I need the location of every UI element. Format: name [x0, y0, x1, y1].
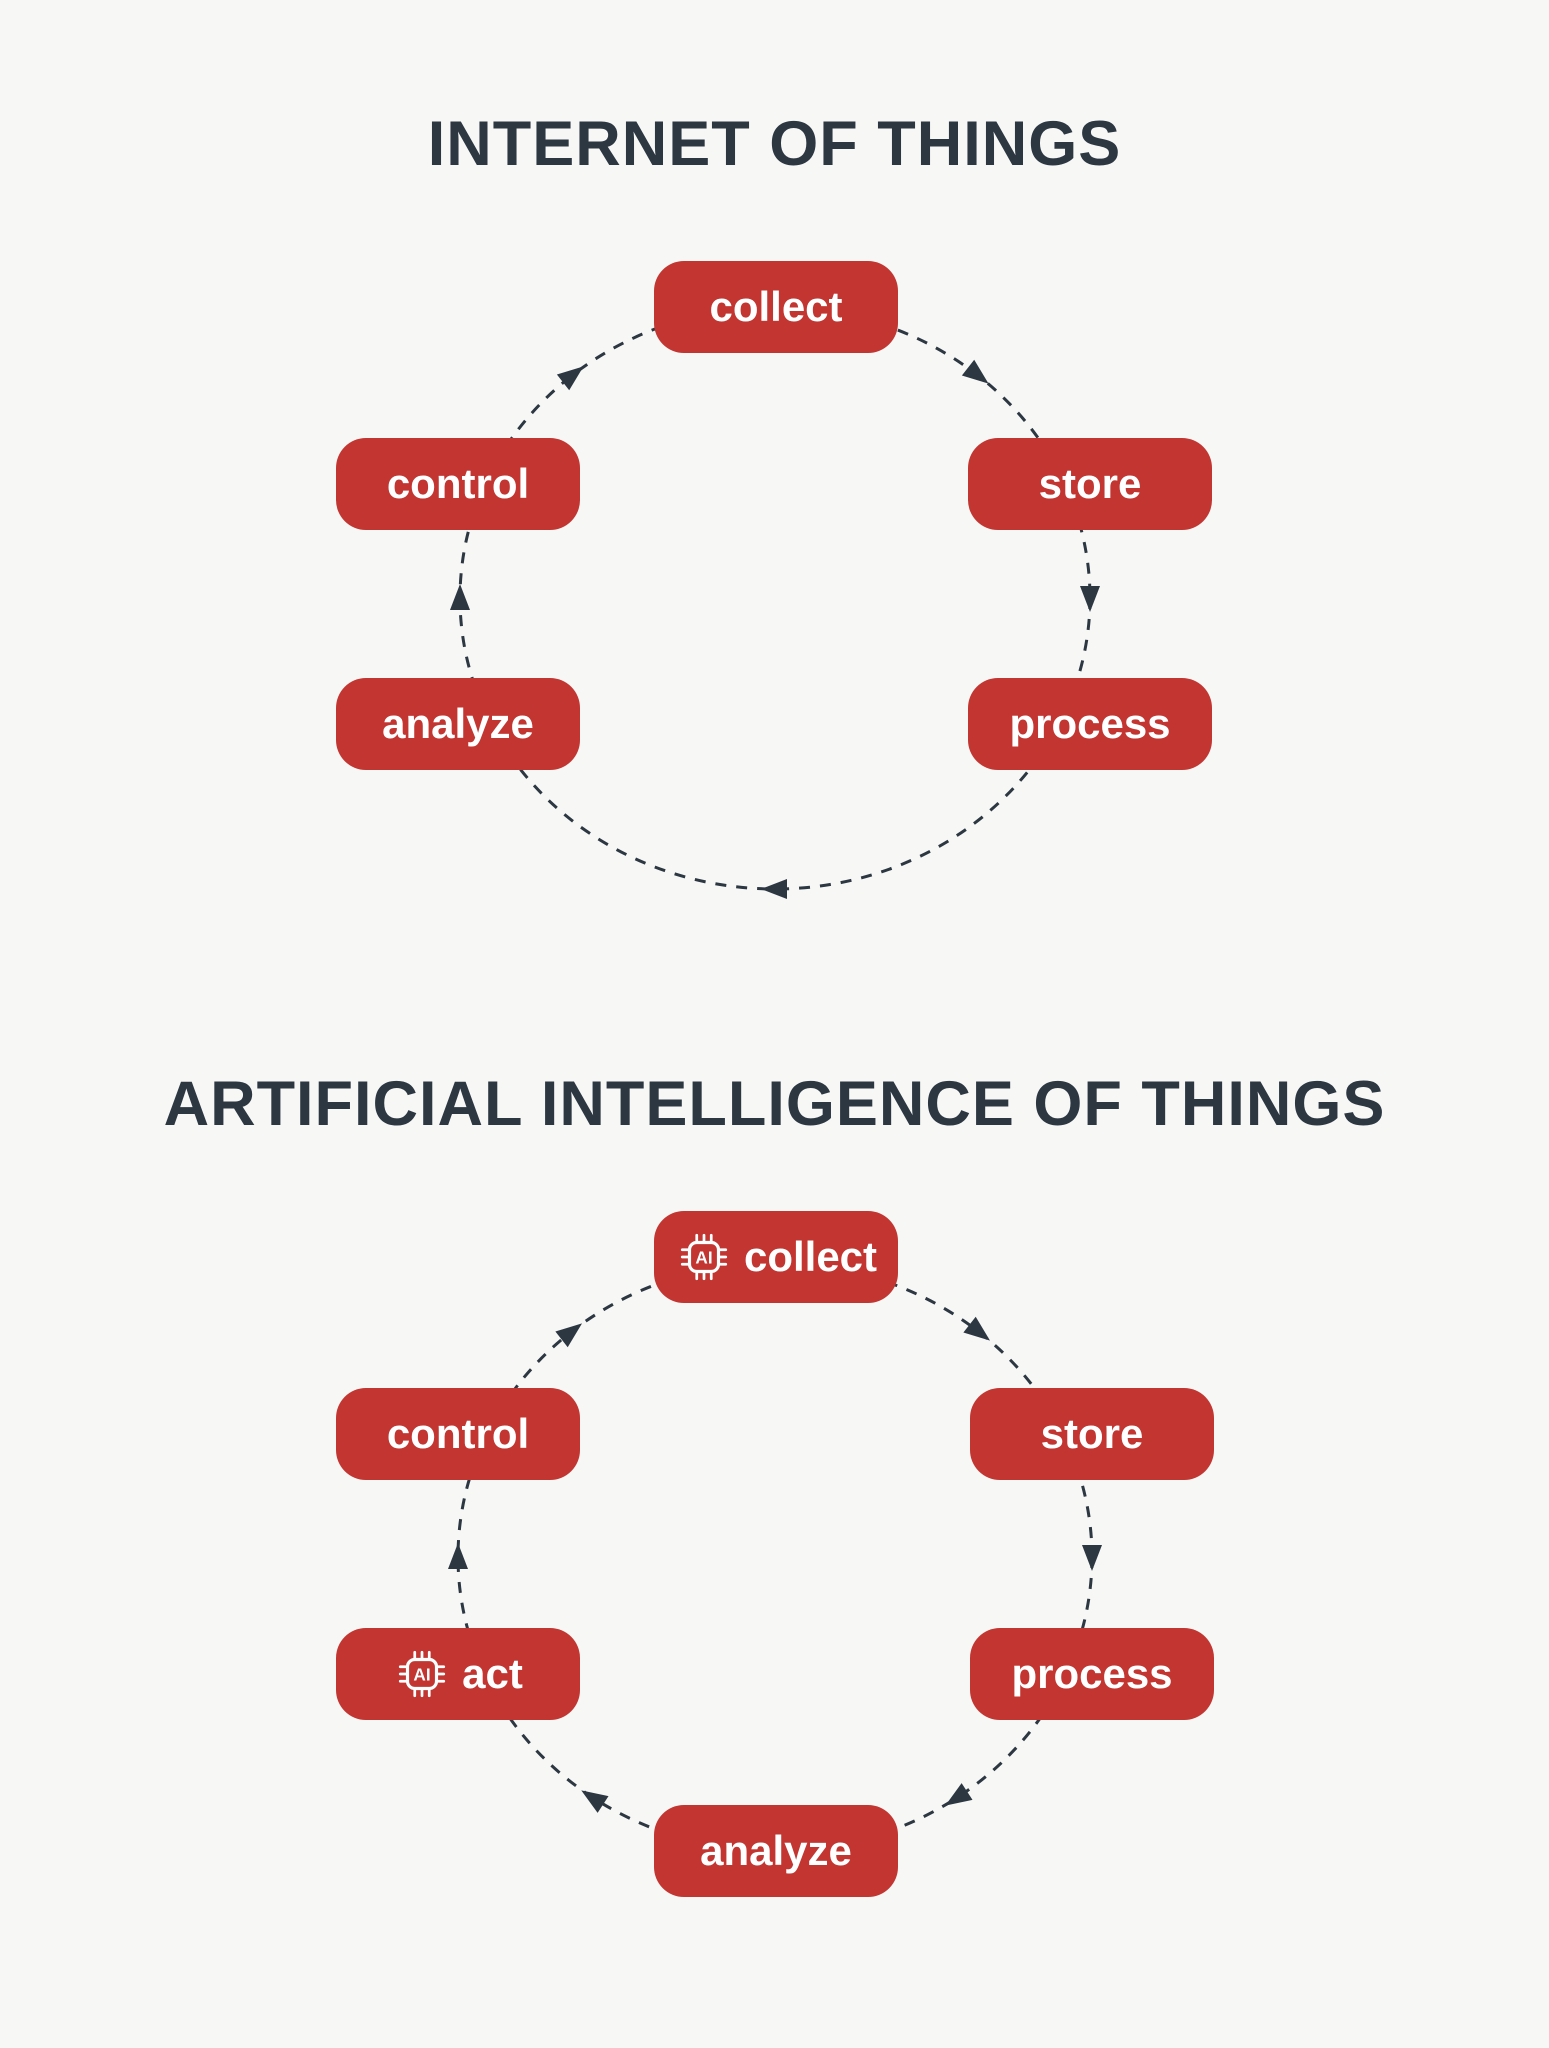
ai-chip-label: AI: [414, 1664, 431, 1684]
iot-arrow-store-to-process: [1080, 586, 1100, 612]
aiot-arrow-act-to-control: [448, 1543, 468, 1569]
node-label: store: [1040, 1410, 1144, 1457]
iot-node-control: control: [336, 438, 580, 530]
node-label: control: [386, 460, 530, 507]
ai-chip-icon: AI: [680, 1233, 728, 1281]
node-label: act: [462, 1650, 523, 1697]
aiot-node-control: control: [336, 1388, 580, 1480]
aiot-arrow-analyze-to-act: [581, 1790, 609, 1813]
aiot-node-collect: AI collect: [654, 1211, 898, 1303]
aiot-dashed-ellipse: [456, 1261, 1094, 1853]
aiot-arrow-process-to-analyze: [945, 1783, 973, 1806]
iot-node-store: store: [968, 438, 1212, 530]
iot-node-process: process: [968, 678, 1212, 770]
node-label: control: [386, 1410, 530, 1457]
iot-node-collect: collect: [654, 261, 898, 353]
aiot-arrow-store-to-process: [1082, 1545, 1102, 1571]
iot-arrow-process-to-analyze: [761, 879, 787, 899]
ai-chip-label: AI: [695, 1247, 712, 1267]
node-label: analyze: [700, 1827, 852, 1874]
iot-node-analyze: analyze: [336, 678, 580, 770]
iot-arrow-analyze-to-control: [450, 584, 470, 610]
aiot-arrow-control-to-collect: [555, 1323, 583, 1348]
aiot-arrow-collect-to-store: [963, 1316, 991, 1341]
aiot-node-analyze: analyze: [654, 1805, 898, 1897]
node-label: analyze: [382, 700, 534, 747]
aiot-title: ARTIFICIAL INTELLIGENCE OF THINGS: [163, 1069, 1386, 1139]
iot-arrow-collect-to-store: [961, 359, 989, 384]
aiot-node-store: store: [970, 1388, 1214, 1480]
node-label: store: [1038, 460, 1142, 507]
node-label: collect: [743, 1233, 878, 1280]
node-label: collect: [709, 283, 843, 330]
ai-chip-icon: AI: [399, 1650, 446, 1698]
aiot-node-act: AI act: [336, 1628, 580, 1720]
iot-title: INTERNET OF THINGS: [427, 109, 1122, 179]
node-label: process: [1011, 1650, 1173, 1697]
iot-arrow-control-to-collect: [556, 366, 584, 391]
aiot-node-process: process: [970, 1628, 1214, 1720]
node-label: process: [1009, 700, 1171, 747]
